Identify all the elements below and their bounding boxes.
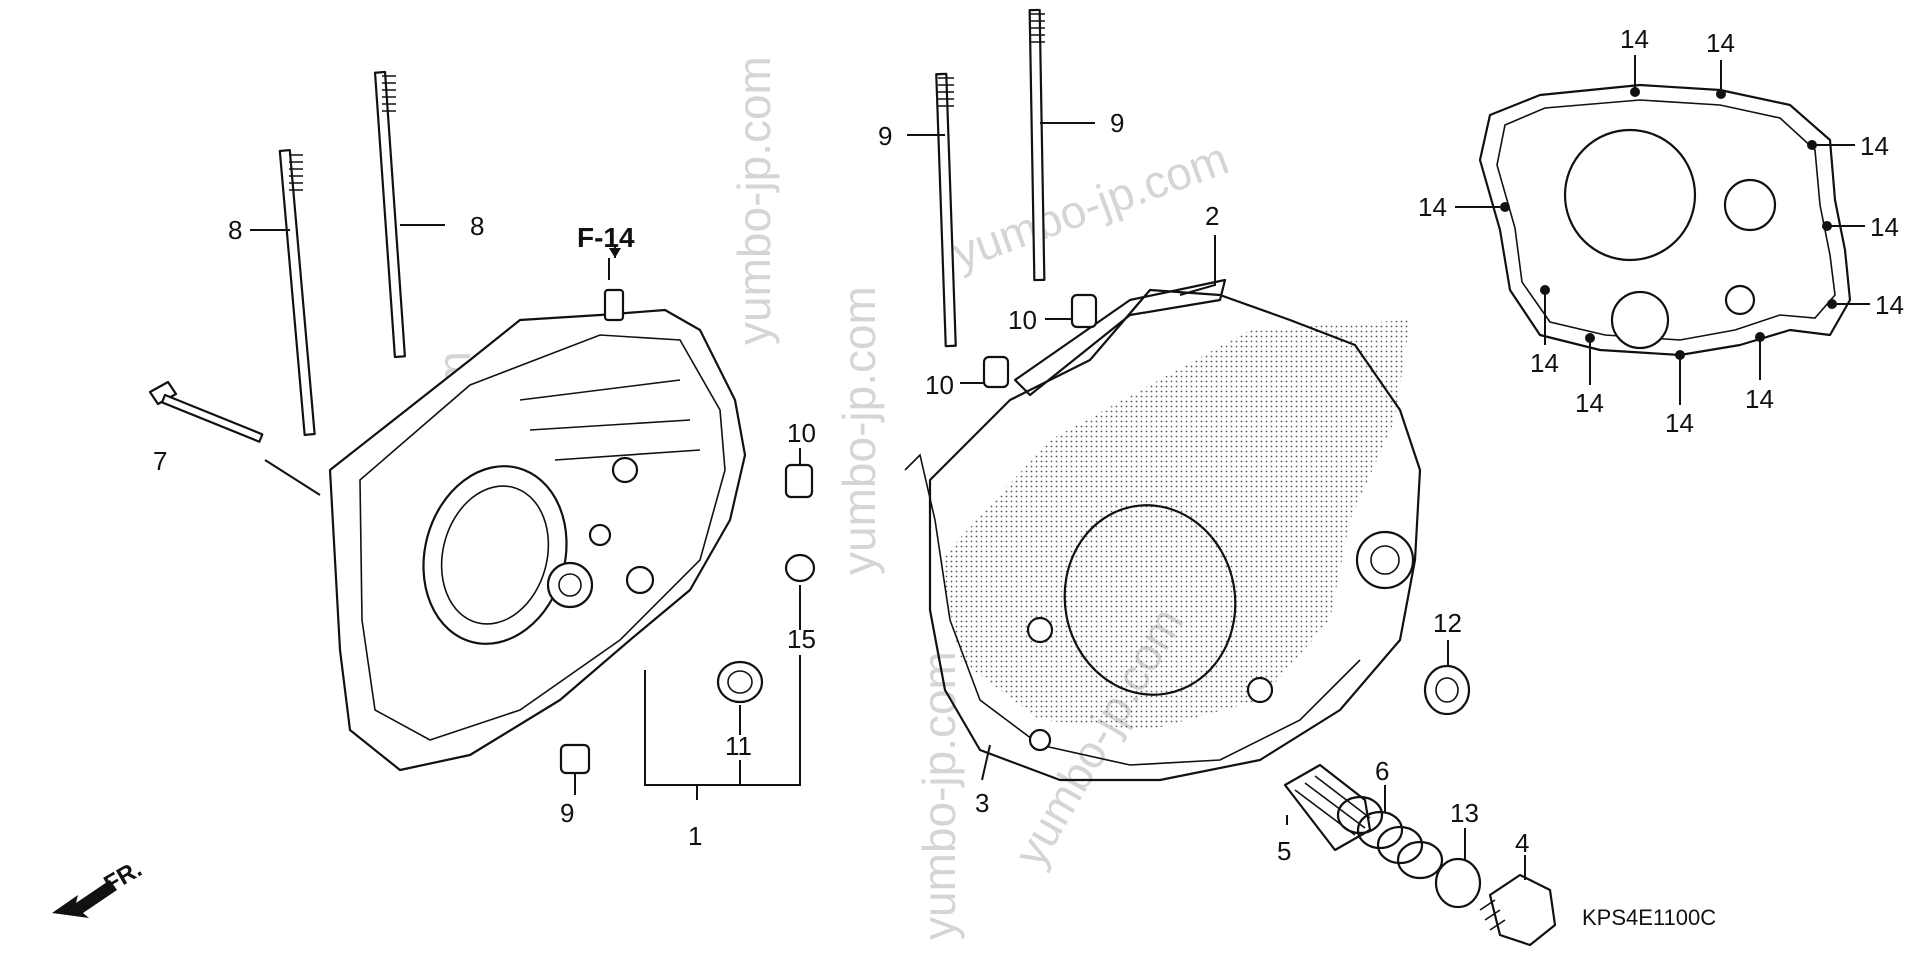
watermark: yumbo-jp.com [913,651,965,940]
oil-seal-12-inner [1435,677,1459,703]
callout-12: 12 [1433,608,1462,638]
callout-14: 14 [1875,290,1904,320]
callout-labels: 8 8 7 F-14 10 15 11 9 1 9 9 10 10 2 3 12… [153,24,1904,930]
gasket-bore [1610,290,1670,350]
watermark: yumbo-jp.com [946,132,1235,280]
left-crankcase-boss [625,565,655,595]
stud-bolt-thread [289,154,303,191]
callout-14: 14 [1530,348,1559,378]
spring-6 [1336,795,1444,880]
right-crankcase [904,278,1422,782]
stud-bolt [1028,8,1046,282]
oil-seal-11 [716,660,764,704]
right-crankcase-boss [1246,676,1274,704]
drain-plug-4-thread [1479,899,1506,931]
right-crankcase-body [928,288,1422,782]
callout-6: 6 [1375,756,1389,786]
left-crankcase-bearing-hole [558,573,582,597]
callout-10: 10 [787,418,816,448]
watermark: yumbo-jp.com [728,56,780,345]
watermark: yumbo-jp.com [833,286,885,575]
callout-7: 7 [153,446,167,476]
left-small-parts [559,463,816,775]
drain-parts [1283,664,1557,947]
o-ring-13 [1434,857,1482,909]
right-cover-gasket [1478,83,1852,360]
gasket-bore [1723,178,1777,232]
bearing-15 [784,553,816,583]
left-crankcase-breather-nipple [603,288,625,322]
callout-10: 10 [925,370,954,400]
callout-14: 14 [1870,212,1899,242]
callout-14: 14 [1418,192,1447,222]
gasket-inner-outline [1496,99,1836,341]
reference-label: F-14 [577,222,635,253]
front-indicator: FR. [52,855,146,918]
callout-10: 10 [1008,305,1037,335]
gasket-bolt-holes [1500,87,1837,360]
right-crankcase-boss [1028,728,1052,752]
oil-seal-11-inner [727,670,753,694]
callout-9: 9 [1110,108,1124,138]
callout-14: 14 [1665,408,1694,438]
gasket-bore [1563,128,1697,262]
left-crankcase-boss [588,523,612,547]
callout-14: 14 [1620,24,1649,54]
callout-14: 14 [1575,388,1604,418]
left-crankcase [328,288,747,772]
callout-9: 9 [878,121,892,151]
callout-13: 13 [1450,798,1479,828]
dowel-pin [1070,293,1098,329]
callout-1: 1 [688,821,702,851]
front-arrow-icon [52,880,117,918]
callout-14: 14 [1860,131,1889,161]
right-crankcase-bearing-seat [1355,530,1415,590]
callout-4: 4 [1515,828,1529,858]
stud-bolt [935,72,957,348]
right-crankcase-shading [940,320,1410,730]
callout-15: 15 [787,624,816,654]
left-crankcase-rib [519,379,701,461]
dowel-pin [784,463,814,499]
flange-bolt [148,380,178,406]
callout-3: 3 [975,788,989,818]
stud-bolt-thread [382,75,396,112]
callout-2: 2 [1205,201,1219,231]
left-crankcase-bearing-seat [546,561,594,609]
stud-bolt-thread [1029,13,1045,43]
drawing-code: KPS4E1100C [1582,905,1716,930]
callout-14: 14 [1706,28,1735,58]
leader-lines [250,55,1870,880]
left-crankcase-boss [611,456,639,484]
flange-bolt-shank [160,393,264,443]
gasket-2 [1013,278,1227,397]
right-crankcase-bearing-hole [1370,545,1400,575]
callout-10: 9 [560,798,574,828]
callout-8: 8 [470,211,484,241]
callout-11: 11 [725,731,752,761]
oil-seal-12 [1423,664,1471,716]
callout-14: 14 [1745,384,1774,414]
left-crankcase-bore-inner [440,485,550,625]
bolt-7 [148,380,264,443]
right-crankcase-boss [1026,616,1054,644]
dowel-pin [982,355,1010,389]
callout-5: 5 [1277,836,1291,866]
right-crankcase-main-bore [1063,504,1237,696]
stud-bolt [278,148,316,436]
right-crankcase-gasket-flange [904,453,1361,766]
dowel-pin [559,743,591,775]
stud-bolt-thread [938,77,954,107]
stud-bolts-8 [278,70,406,436]
drain-plug-4 [1488,873,1557,947]
callout-8: 8 [228,215,242,245]
left-crankcase-rim [359,334,726,741]
stud-bolts-9 [935,8,1098,389]
gasket-bore [1724,284,1756,316]
stud-bolt [373,70,406,359]
